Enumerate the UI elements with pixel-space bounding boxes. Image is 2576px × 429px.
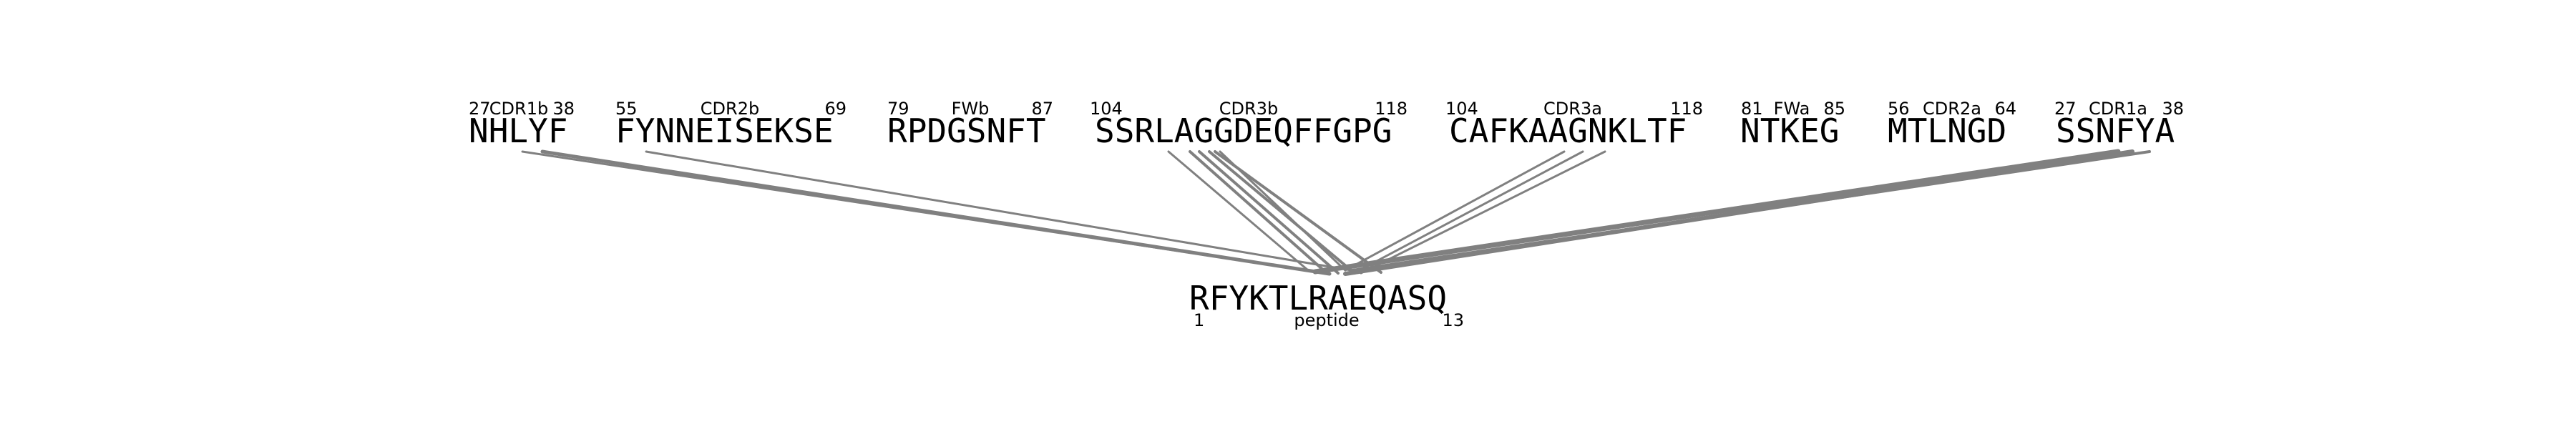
contact-lines xyxy=(521,149,2151,276)
segment-start-label: 81 xyxy=(1741,99,1763,119)
segment-fwa: 81 FWa 85 NTKEG xyxy=(1740,99,1845,150)
contact-line xyxy=(1208,150,1356,275)
segment-sequence: FYNNEISEKSE xyxy=(615,112,834,150)
segment-sequence: NHLYF xyxy=(469,112,567,150)
segment-end-label: 118 xyxy=(1375,99,1407,119)
peptide-label: peptide xyxy=(1294,310,1359,330)
contact-line xyxy=(1189,150,1327,273)
peptide-sequence: RFYKTLRAEQASQ xyxy=(1189,279,1447,317)
segment-region-label: CDR2a xyxy=(1923,99,1981,119)
segment-cdr1b: 27 CDR1b 38 NHLYF xyxy=(469,99,575,150)
segment-region-label: FWb xyxy=(952,99,990,119)
segment-region-label: CDR2b xyxy=(701,99,759,119)
contact-line xyxy=(1167,150,1309,272)
segment-start-label: 79 xyxy=(887,99,909,119)
contact-line xyxy=(1219,150,1347,272)
segment-start-label: 56 xyxy=(1888,99,1910,119)
segment-end-label: 64 xyxy=(1994,99,2016,119)
segment-region-label: FWa xyxy=(1774,99,1810,119)
segment-end-label: 118 xyxy=(1670,99,1703,119)
segment-region-label: CDR1a xyxy=(2089,99,2147,119)
segment-start-label: 104 xyxy=(1445,99,1478,119)
segment-end-label: 69 xyxy=(824,99,847,119)
segment-region-label: CDR3b xyxy=(1219,99,1278,119)
contact-line xyxy=(1198,150,1340,275)
segment-sequence: MTLNGD xyxy=(1888,112,2006,150)
segment-sequence: NTKEG xyxy=(1740,112,1839,150)
segment-cdr2a: 56 CDR2a 64 MTLNGD xyxy=(1888,99,2016,150)
segment-end-label: 38 xyxy=(552,99,575,119)
contact-line xyxy=(645,150,1361,273)
segment-start-label: 27 xyxy=(469,99,491,119)
segment-sequence: RPDGSNFT xyxy=(887,112,1046,150)
segment-cdr3a: 104 CDR3a 118 CAFKAAGNKLTF xyxy=(1445,99,1703,150)
segment-end-label: 38 xyxy=(2162,99,2184,119)
segment-fwb: 79 FWb 87 RPDGSNFT xyxy=(887,99,1053,150)
segment-sequence: SSRLAGGDEQFFGPG xyxy=(1095,112,1392,150)
peptide: RFYKTLRAEQASQ 1 peptide 13 xyxy=(1189,279,1464,330)
contact-line xyxy=(1351,150,2151,272)
segment-start-label: 27 xyxy=(2054,99,2077,119)
peptide-start-label: 1 xyxy=(1194,310,1204,330)
contact-line xyxy=(540,149,1332,276)
segment-region-label: CDR3a xyxy=(1543,99,1602,119)
segment-region-label: CDR1b xyxy=(489,99,548,119)
segment-cdr2b: 55 CDR2b 69 FYNNEISEKSE xyxy=(615,99,847,150)
segment-sequence: SSNFYA xyxy=(2056,112,2175,150)
segment-cdr3b: 104 CDR3b 118 SSRLAGGDEQFFGPG xyxy=(1090,99,1407,150)
segment-end-label: 85 xyxy=(1823,99,1845,119)
segment-sequence: CAFKAAGNKLTF xyxy=(1449,112,1687,150)
contact-line xyxy=(1360,150,1606,275)
contact-line xyxy=(1312,149,2121,275)
segment-end-label: 87 xyxy=(1031,99,1053,119)
segment-cdr1a: 27 CDR1a 38 SSNFYA xyxy=(2054,99,2184,150)
segment-start-label: 55 xyxy=(615,99,638,119)
segment-start-label: 104 xyxy=(1090,99,1123,119)
peptide-end-label: 13 xyxy=(1442,310,1464,330)
contact-line xyxy=(1355,150,1584,273)
contact-line xyxy=(1344,150,1566,272)
